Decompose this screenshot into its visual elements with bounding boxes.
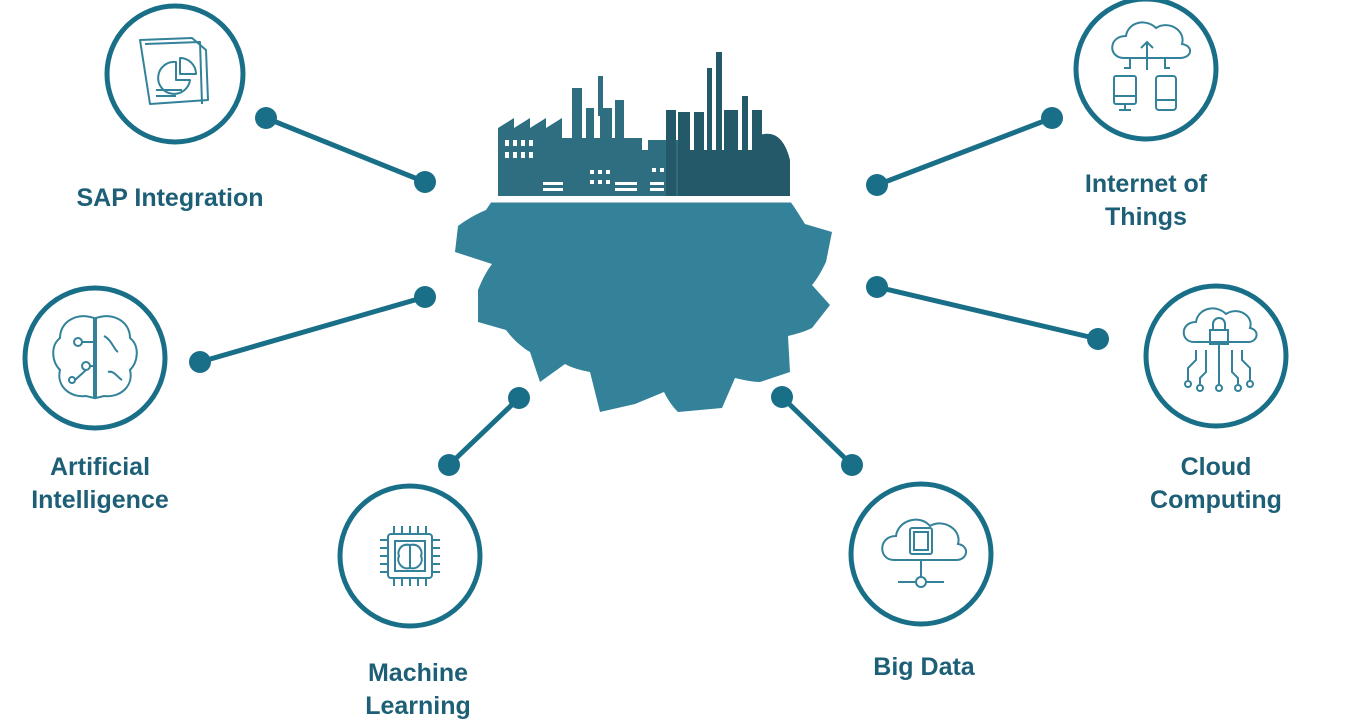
label-machine-learning: Machine Learning	[318, 657, 518, 723]
label-line: Machine	[367, 659, 469, 687]
label-line: Things	[1105, 203, 1187, 231]
dot-cloud-b	[1087, 328, 1109, 350]
dot-ml-b	[508, 387, 530, 409]
label-cloud-computing: Cloud Computing	[1116, 451, 1316, 517]
node-circle-cloud	[1143, 283, 1289, 429]
connector-ai	[197, 294, 428, 365]
dot-sap-b	[414, 171, 436, 193]
label-line: Internet of	[1084, 170, 1208, 198]
label-big-data: Big Data	[824, 651, 1024, 684]
connector-ml	[446, 395, 522, 468]
dot-iot-a	[866, 174, 888, 196]
label-internet-of-things: Internet of Things	[1046, 168, 1246, 234]
label-line: Big Data	[873, 653, 975, 681]
document-pie-chart-icon	[139, 37, 209, 105]
label-line: SAP Integration	[76, 184, 264, 212]
connector-sap	[263, 115, 428, 185]
dot-ai-b	[414, 286, 436, 308]
label-line: Learning	[365, 692, 471, 720]
gear-shape	[455, 201, 832, 412]
dot-bigdata-b	[841, 454, 863, 476]
cloud-lock-network-icon	[1182, 307, 1258, 392]
label-artificial-intelligence: Artificial Intelligence	[0, 451, 200, 517]
connectors	[197, 115, 1101, 468]
dot-bigdata-a	[771, 386, 793, 408]
dot-sap-a	[255, 107, 277, 129]
connector-iot	[874, 115, 1055, 188]
cloud-database-icon	[881, 518, 967, 588]
dot-ml-a	[438, 454, 460, 476]
connector-cloud	[874, 284, 1101, 342]
label-line: Intelligence	[31, 486, 169, 514]
label-line: Cloud	[1180, 453, 1252, 481]
chip-brain-icon	[380, 526, 440, 586]
cloud-devices-icon	[1111, 21, 1191, 111]
connector-bigdata	[779, 394, 855, 468]
connector-dots	[189, 107, 1109, 476]
brain-circuit-icon	[52, 315, 138, 400]
dot-cloud-a	[866, 276, 888, 298]
dot-iot-b	[1041, 107, 1063, 129]
label-line: Artificial	[49, 453, 151, 481]
label-line: Computing	[1150, 486, 1282, 514]
factory-skyline-icon	[498, 52, 790, 196]
dot-ai-a	[189, 351, 211, 373]
label-sap-integration: SAP Integration	[40, 182, 300, 215]
